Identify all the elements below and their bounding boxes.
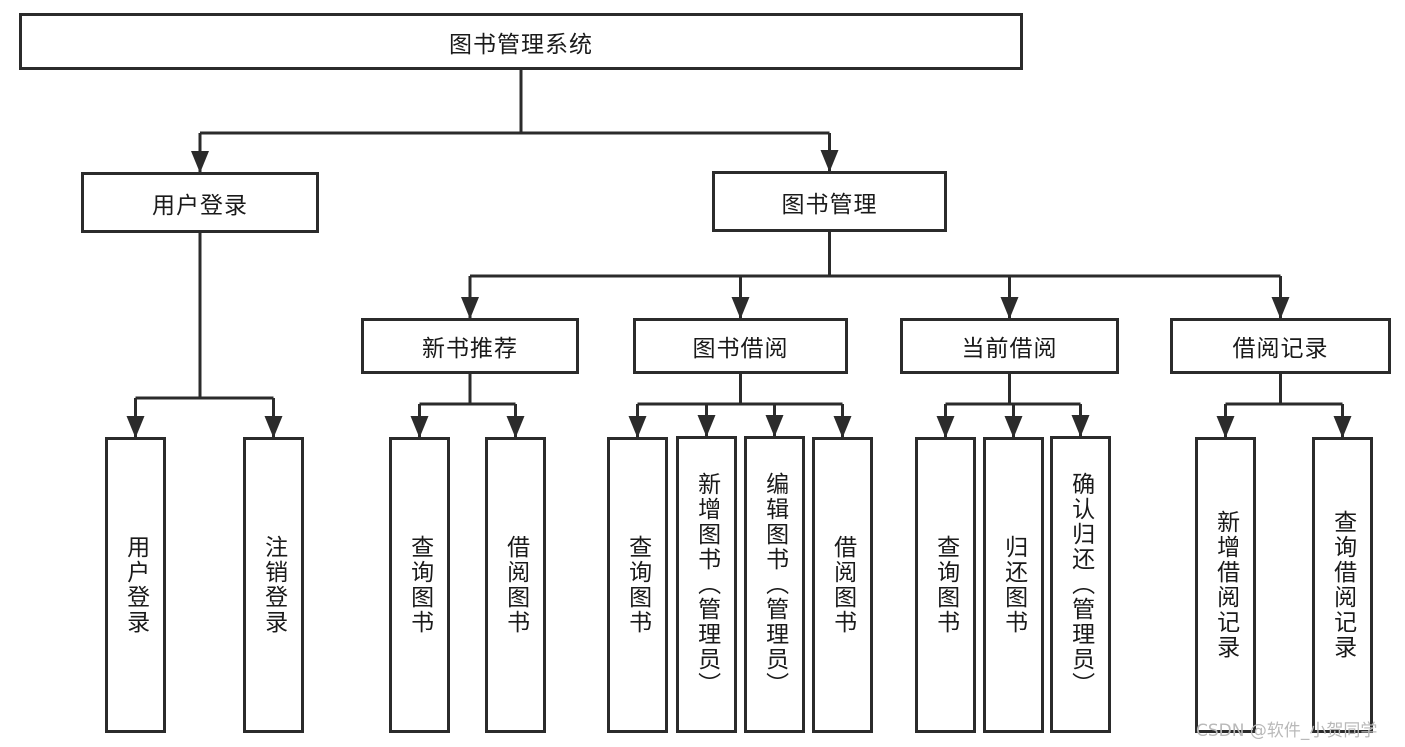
- node-label: 新增图书（管理员）: [693, 472, 720, 697]
- node-leaf-query-book-2: 查询图书: [607, 437, 668, 733]
- node-leaf-query-record: 查询借阅记录: [1312, 437, 1373, 733]
- node-label: 查询借阅记录: [1329, 510, 1356, 660]
- node-leaf-edit-book: 编辑图书（管理员）: [744, 436, 805, 733]
- node-leaf-query-book-1: 查询图书: [389, 437, 450, 733]
- node-label: 借阅记录: [1232, 336, 1329, 362]
- node-label: 查询图书: [932, 535, 959, 635]
- node-root: 图书管理系统: [19, 13, 1023, 70]
- node-label: 用户登录: [152, 192, 248, 219]
- node-leaf-borrow-book-1: 借阅图书: [485, 437, 546, 733]
- node-label: 查询图书: [406, 535, 433, 635]
- node-new-book-rec: 新书推荐: [361, 318, 579, 374]
- node-label: 注销登录: [260, 535, 287, 635]
- node-borrow-record: 借阅记录: [1170, 318, 1391, 374]
- node-label: 归还图书: [1000, 535, 1027, 635]
- node-leaf-confirm-return: 确认归还（管理员）: [1050, 436, 1111, 733]
- node-label: 图书借阅: [692, 336, 789, 362]
- node-label: 当前借阅: [961, 336, 1058, 362]
- node-label: 编辑图书（管理员）: [761, 472, 788, 697]
- node-label: 用户登录: [122, 535, 149, 635]
- watermark: CSDN @软件_小贺同学: [1196, 721, 1378, 741]
- node-label: 借阅图书: [829, 535, 856, 635]
- node-leaf-add-book: 新增图书（管理员）: [676, 436, 737, 733]
- node-book-borrow: 图书借阅: [633, 318, 848, 374]
- node-label: 借阅图书: [502, 535, 529, 635]
- node-label: 查询图书: [624, 535, 651, 635]
- node-leaf-borrow-book-2: 借阅图书: [812, 437, 873, 733]
- node-label: 新书推荐: [422, 336, 518, 362]
- node-book-manage: 图书管理: [712, 171, 947, 232]
- node-leaf-logout: 注销登录: [243, 437, 304, 733]
- node-leaf-return-book: 归还图书: [983, 437, 1044, 733]
- node-leaf-add-record: 新增借阅记录: [1195, 437, 1256, 733]
- node-current-borrow: 当前借阅: [900, 318, 1119, 374]
- node-leaf-query-book-3: 查询图书: [915, 437, 976, 733]
- node-label: 新增借阅记录: [1212, 510, 1239, 660]
- node-label: 图书管理系统: [449, 31, 593, 58]
- node-user-login: 用户登录: [81, 172, 319, 233]
- node-label: 图书管理: [781, 191, 878, 218]
- node-label: 确认归还（管理员）: [1067, 472, 1094, 697]
- node-leaf-user-login: 用户登录: [105, 437, 166, 733]
